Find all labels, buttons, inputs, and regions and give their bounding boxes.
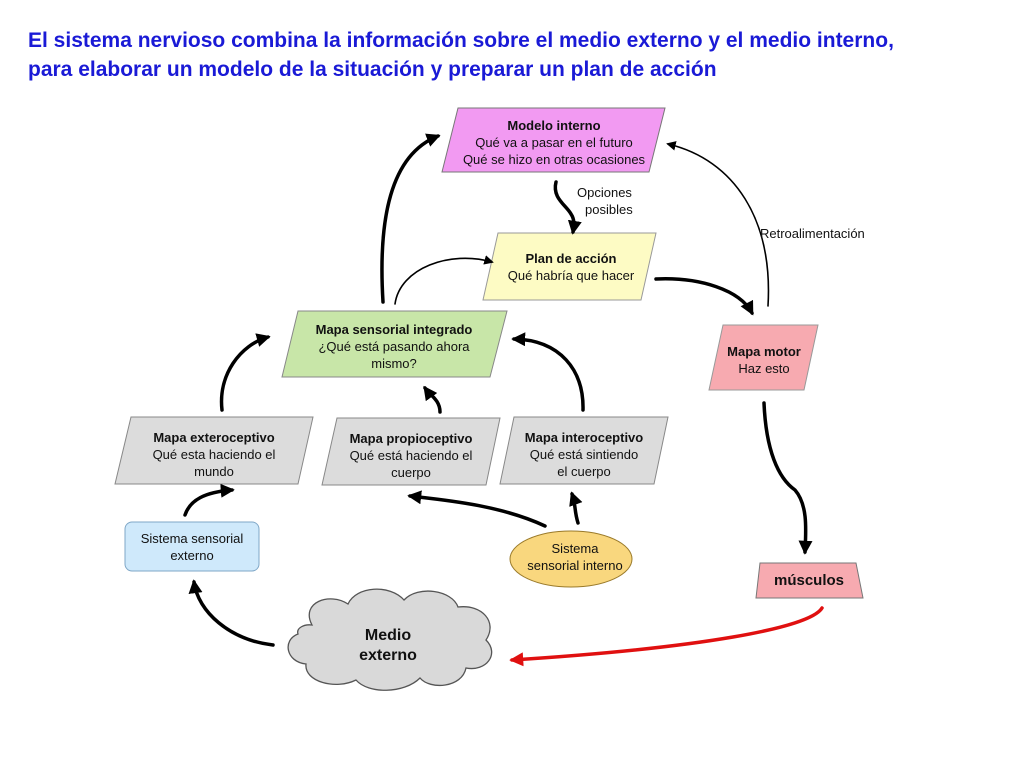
- sistema-sensorial-externo-line-2: externo: [170, 548, 214, 563]
- arrow-modelo-to-plan: [553, 180, 582, 235]
- opciones-line-2: posibles: [585, 202, 633, 217]
- mapa-exteroceptivo-line-2: mundo: [194, 464, 234, 479]
- title-line-1: El sistema nervioso combina la informaci…: [28, 29, 894, 52]
- mapa-interoceptivo-title: Mapa interoceptivo: [524, 430, 644, 445]
- arrow-ssi-to-intero: [569, 491, 583, 525]
- mapa-propioceptivo-line-2: cuerpo: [391, 465, 431, 480]
- mapa-interoceptivo-shape: [499, 416, 669, 485]
- sistema-sensorial-externo-node: Sistema sensorial externo: [125, 530, 259, 564]
- mapa-interoceptivo-node: Mapa interoceptivo Qué está sintiendo el…: [507, 429, 661, 480]
- mapa-motor-title: Mapa motor: [727, 344, 801, 359]
- arrow-medio-to-sse: [188, 579, 275, 647]
- sistema-sensorial-interno-node: Sistema sensorial interno: [516, 540, 634, 574]
- opciones-posibles-label: Opciones posibles: [577, 184, 633, 218]
- mapa-sensorial-title: Mapa sensorial integrado: [315, 322, 473, 337]
- sistema-sensorial-interno-line-2: sensorial interno: [527, 558, 623, 573]
- mapa-exteroceptivo-title: Mapa exteroceptivo: [153, 430, 275, 445]
- title-line-2: para elaborar un modelo de la situación …: [28, 58, 717, 81]
- arrow-ssi-to-propio: [407, 490, 547, 528]
- musculos-title: músculos: [773, 572, 845, 589]
- mapa-propioceptivo-shape: [321, 417, 501, 486]
- mapa-sensorial-shape: [281, 310, 508, 378]
- sistema-sensorial-interno-line-1: Sistema: [551, 541, 599, 556]
- arrow-sensorial-to-plan: [394, 255, 494, 305]
- plan-accion-node: Plan de acción Qué habría que hacer: [492, 250, 650, 284]
- opciones-line-1: Opciones: [577, 185, 632, 200]
- medio-externo-cloud: [287, 588, 493, 691]
- arrow-feedback-to-modelo: [666, 141, 770, 307]
- sistema-sensorial-externo-line-1: Sistema sensorial: [140, 531, 244, 546]
- plan-accion-shape: [482, 232, 657, 301]
- modelo-interno-node: Modelo interno Qué va a pasar en el futu…: [450, 117, 658, 168]
- mapa-propioceptivo-line-1: Qué está haciendo el: [349, 448, 473, 463]
- arrow-sensorial-to-modelo: [380, 133, 441, 304]
- mapa-sensorial-line-2: mismo?: [371, 356, 417, 371]
- medio-externo-line-1: Medio: [364, 627, 412, 644]
- retroalimentacion-label: Retroalimentación: [760, 226, 865, 241]
- mapa-motor-shape: [708, 324, 819, 391]
- mapa-propioceptivo-node: Mapa propioceptivo Qué está haciendo el …: [329, 430, 493, 481]
- mapa-exteroceptivo-line-1: Qué esta haciendo el: [152, 447, 276, 462]
- modelo-interno-line-1: Qué va a pasar en el futuro: [475, 135, 633, 150]
- musculos-node: músculos: [758, 572, 860, 590]
- arrow-plan-to-motor: [654, 277, 754, 316]
- musculos-shape: [755, 562, 864, 599]
- arrow-motor-to-musculos: [762, 401, 813, 555]
- mapa-interoceptivo-line-1: Qué está sintiendo: [529, 447, 639, 462]
- mapa-motor-line-1: Haz esto: [738, 361, 790, 376]
- medio-externo-line-2: externo: [359, 647, 417, 664]
- mapa-sensorial-node: Mapa sensorial integrado ¿Qué está pasan…: [290, 321, 498, 372]
- mapa-sensorial-line-1: ¿Qué está pasando ahora: [318, 339, 470, 354]
- page-title: El sistema nervioso combina la informaci…: [28, 26, 1008, 84]
- mapa-exteroceptivo-shape: [114, 416, 314, 485]
- mapa-exteroceptivo-node: Mapa exteroceptivo Qué esta haciendo el …: [122, 429, 306, 480]
- sistema-sensorial-interno-shape: [509, 530, 633, 588]
- mapa-propioceptivo-title: Mapa propioceptivo: [349, 431, 473, 446]
- modelo-interno-title: Modelo interno: [507, 118, 601, 133]
- modelo-interno-line-2: Qué se hizo en otras ocasiones: [462, 152, 646, 167]
- mapa-motor-node: Mapa motor Haz esto: [716, 343, 812, 377]
- arrow-musculos-to-medio: [509, 606, 824, 667]
- mapa-interoceptivo-line-2: el cuerpo: [557, 464, 611, 479]
- arrow-sse-to-extero: [183, 483, 235, 517]
- medio-externo-node: Medio externo: [338, 626, 438, 666]
- plan-accion-title: Plan de acción: [525, 251, 617, 266]
- arrow-propio-to-sensorial: [423, 385, 442, 414]
- plan-accion-line-1: Qué habría que hacer: [507, 268, 635, 283]
- arrow-intero-to-sensorial: [511, 332, 585, 412]
- sistema-sensorial-externo-shape: [124, 521, 260, 572]
- modelo-interno-shape: [441, 107, 666, 173]
- arrow-extero-to-sensorial: [219, 333, 271, 412]
